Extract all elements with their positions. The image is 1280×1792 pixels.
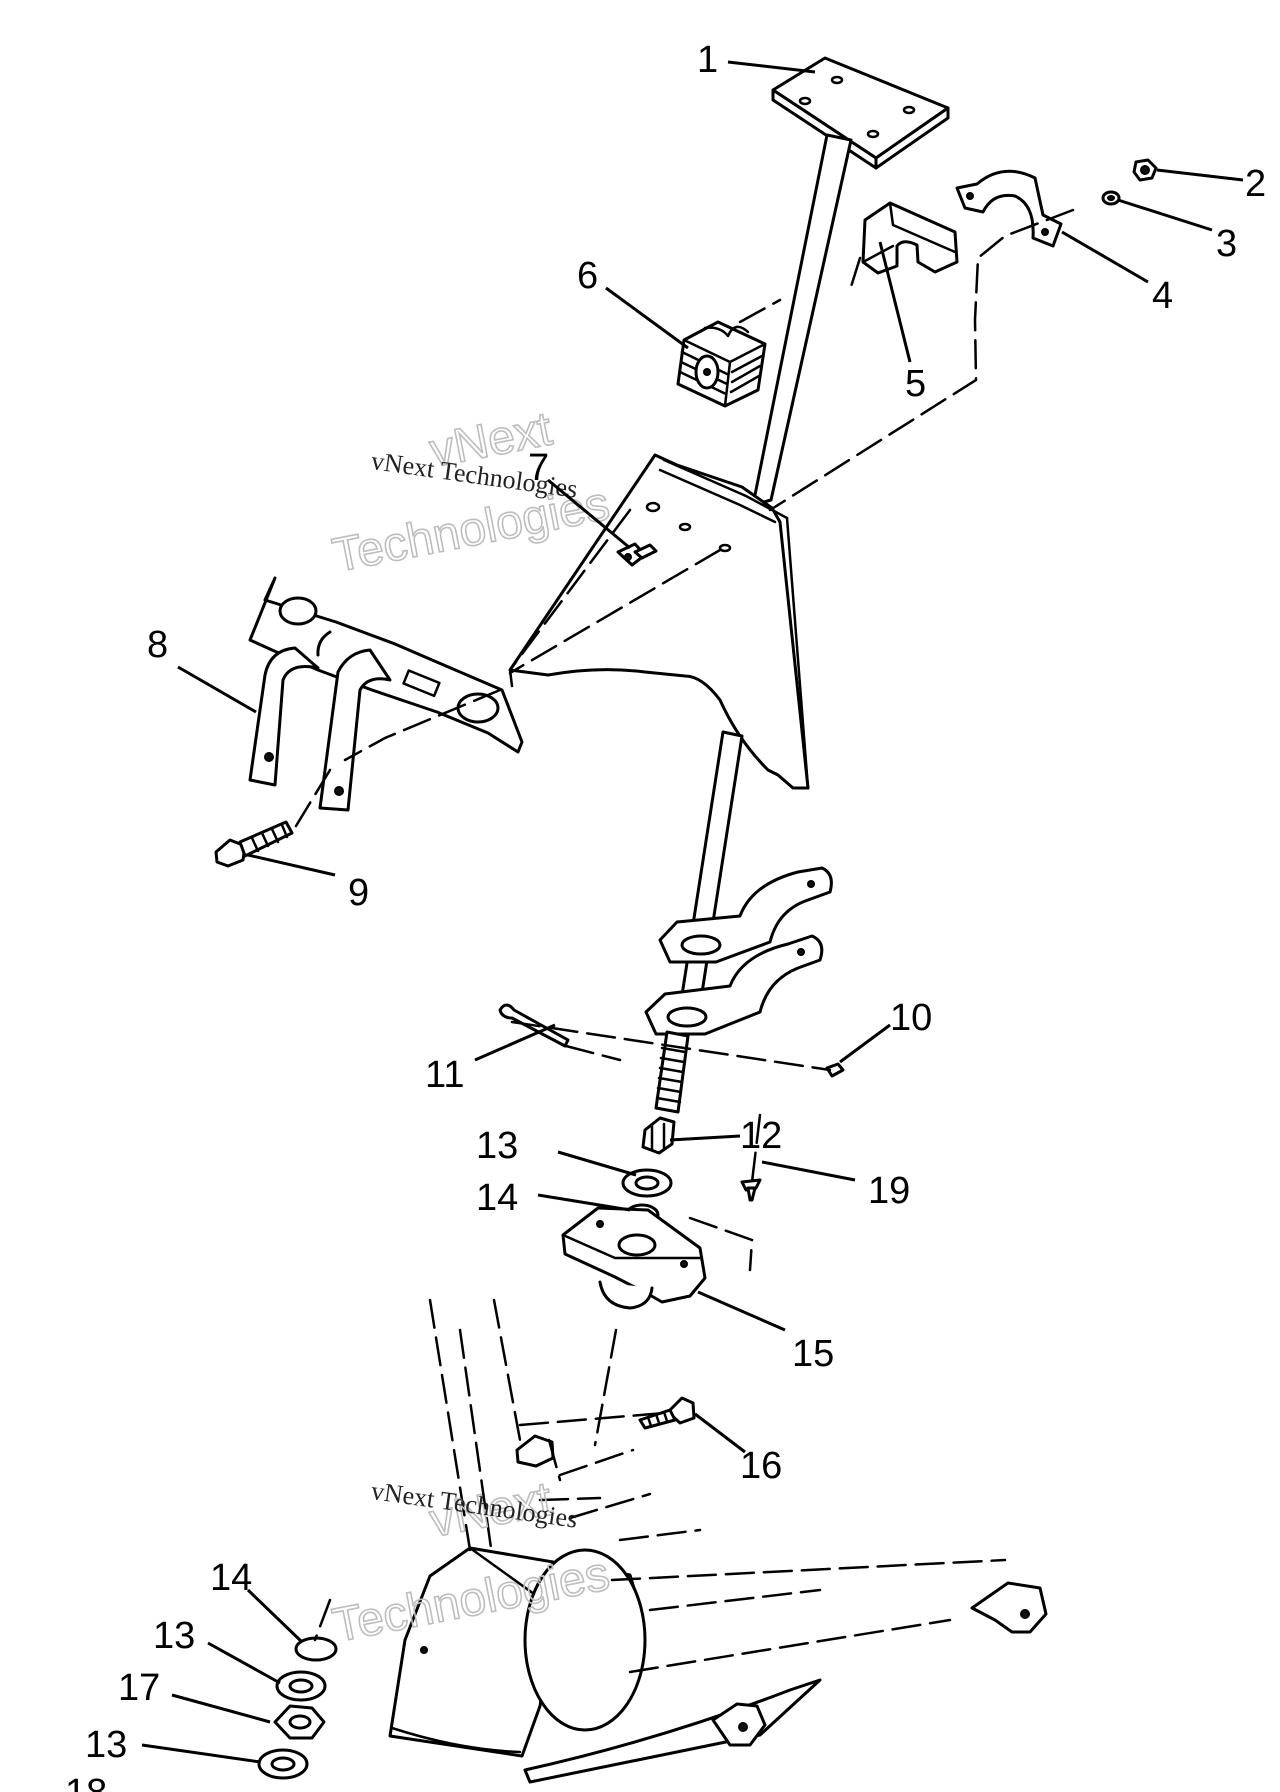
callout-15: 15 (792, 1333, 834, 1375)
part-8-bracket (248, 576, 524, 812)
callout-6: 6 (577, 255, 598, 297)
callout-7: 7 (528, 447, 549, 489)
callout-2: 2 (1245, 163, 1266, 205)
callout-4: 4 (1152, 275, 1173, 317)
callout-14-lower: 14 (210, 1557, 252, 1599)
callout-12: 12 (740, 1115, 782, 1157)
part-16-bolt (638, 1396, 696, 1430)
part-3-washer (1101, 190, 1121, 206)
callout-8: 8 (147, 624, 168, 666)
part-13-washer-upper (621, 1168, 673, 1198)
callout-14-upper: 14 (476, 1177, 518, 1219)
callout-13-lower-b: 13 (85, 1724, 127, 1766)
part-19-screw (740, 1178, 762, 1202)
callout-leaders (141, 60, 1244, 1764)
part-15-steering-block (561, 1206, 707, 1310)
callout-11: 11 (425, 1054, 464, 1096)
part-9-bolt (214, 820, 294, 868)
ski-spindle-housing (388, 1546, 647, 1758)
part-6-bearing-block (676, 320, 767, 408)
callout-3: 3 (1216, 223, 1237, 265)
callout-9: 9 (348, 872, 369, 914)
callout-16: 16 (740, 1445, 782, 1487)
steering-shaft-upper (751, 133, 853, 507)
callout-1: 1 (697, 39, 718, 81)
nut-lower (515, 1434, 555, 1468)
steering-shaft-lower (678, 730, 744, 1014)
callout-labels: 1 2 3 4 5 6 7 8 9 10 11 12 13 14 19 15 1… (65, 39, 1266, 1792)
part-13-washer-lower-a (275, 1670, 327, 1702)
callout-13-upper: 13 (476, 1125, 518, 1167)
part-13-washer-lower-b (257, 1748, 309, 1780)
part-4-clamp (955, 169, 1063, 248)
callout-19: 19 (868, 1170, 910, 1212)
part-5-bushing (861, 201, 959, 275)
steering-support-plate (508, 453, 810, 790)
part-17-nut (273, 1704, 326, 1740)
callout-5: 5 (905, 363, 926, 405)
callout-17: 17 (118, 1667, 160, 1709)
part-12-coupling (641, 1116, 676, 1155)
part-1-mount-plate (771, 56, 950, 170)
callout-13-lower-a: 13 (153, 1615, 195, 1657)
callout-10: 10 (890, 997, 932, 1039)
watermark-upper: vNext Technologies vNext Technologies (328, 402, 615, 584)
splined-shaft-end (654, 1030, 690, 1114)
ski-body (523, 1581, 1048, 1784)
assembly-lines (294, 208, 1075, 1674)
part-2-nut (1132, 158, 1158, 182)
callout-18: 18 (65, 1772, 107, 1792)
part-10-pin (825, 1062, 845, 1078)
pitman-arm-upper (658, 866, 833, 964)
pitman-arm-lower (644, 934, 824, 1036)
